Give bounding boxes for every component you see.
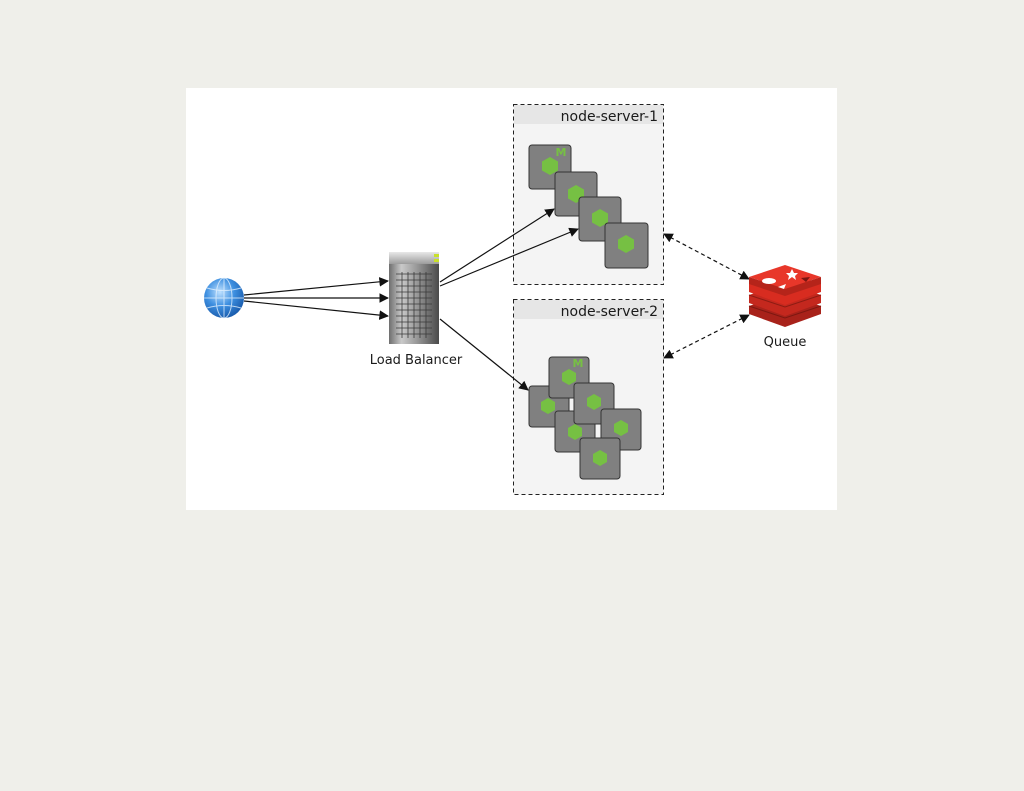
edge-lb-to-server-1 [439,227,579,287]
edge-client-to-lb [243,300,389,320]
master-marker: M [573,357,584,370]
redis-icon[interactable] [748,265,822,327]
nodejs-hexagon-icon [614,420,628,436]
connections [243,208,750,391]
diagram-canvas: node-server-1 node-server-2 M M [186,88,837,510]
nodejs-hexagon-icon [618,235,634,253]
load-balancer-label: Load Balancer [370,353,463,368]
globe-icon[interactable] [204,277,244,319]
edge-client-to-lb [243,277,389,296]
nodejs-hexagon-icon [542,157,558,175]
server-tower-icon[interactable] [389,252,439,344]
architecture-diagram: node-server-1 node-server-2 M M [204,104,822,495]
nodejs-hexagon-icon [562,369,576,385]
group-title: node-server-1 [561,109,658,125]
nodejs-hexagon-icon [568,424,582,440]
edge-lb-to-server-2 [439,318,529,391]
nodejs-hexagon-icon [541,398,555,414]
nodejs-hexagon-icon [593,450,607,466]
queue-label: Queue [764,335,807,350]
edge-server-1-queue [663,233,750,280]
nodejs-hexagon-icon [587,394,601,410]
group-title: node-server-2 [561,304,658,320]
process-worker[interactable] [604,222,649,269]
edge-server-2-queue [663,314,750,359]
group-node-server-1: node-server-1 [513,104,664,285]
process-worker[interactable] [579,437,621,480]
nodejs-hexagon-icon [592,209,608,227]
edge-lb-to-server-1 [439,208,555,283]
master-marker: M [556,146,567,159]
